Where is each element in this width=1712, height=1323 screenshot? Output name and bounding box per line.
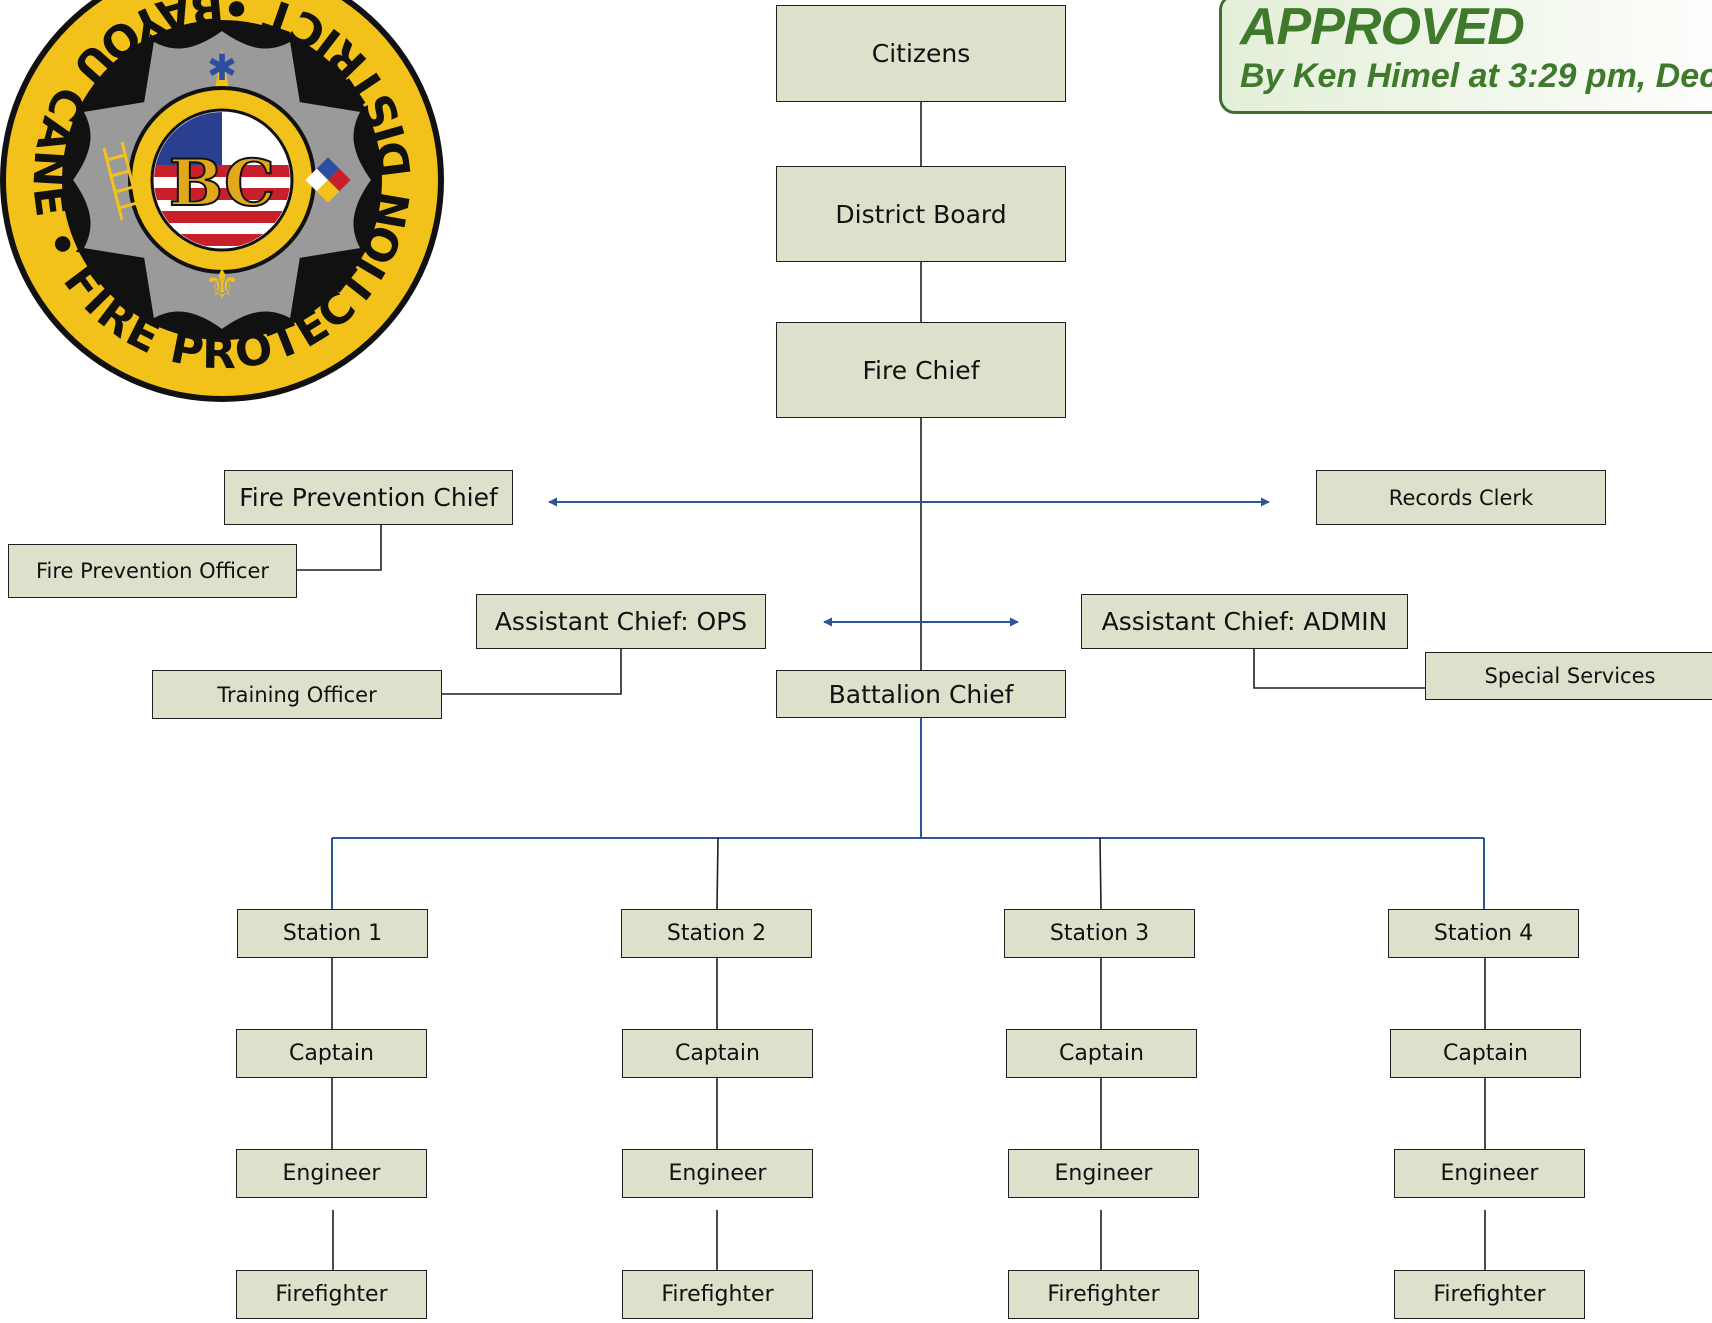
fire-prevention-chief-label: Fire Prevention Chief xyxy=(239,483,498,512)
captain-label: Captain xyxy=(1059,1041,1144,1066)
box-station-3-captain: Captain xyxy=(1006,1029,1197,1078)
assistant-chief-admin-label: Assistant Chief: ADMIN xyxy=(1101,607,1388,636)
approved-stamp: APPROVED By Ken Himel at 3:29 pm, Dec xyxy=(1219,0,1712,114)
engineer-label: Engineer xyxy=(1054,1161,1153,1186)
connector-admin-special xyxy=(1253,649,1425,689)
box-fire-chief: Fire Chief xyxy=(776,322,1066,418)
captain-label: Captain xyxy=(289,1041,374,1066)
box-station-4-captain: Captain xyxy=(1390,1029,1581,1078)
engineer-label: Engineer xyxy=(1440,1161,1539,1186)
engineer-label: Engineer xyxy=(282,1161,381,1186)
connector-ops-training xyxy=(442,649,622,695)
box-station-3-firefighter: Firefighter xyxy=(1008,1270,1199,1319)
fleur-de-lis-icon: ⚜ xyxy=(204,262,240,308)
seal-monogram: BC xyxy=(169,146,275,221)
box-citizens: Citizens xyxy=(776,5,1066,102)
box-station-2-firefighter: Firefighter xyxy=(622,1270,813,1319)
records-clerk-label: Records Clerk xyxy=(1388,485,1534,510)
special-services-label: Special Services xyxy=(1484,664,1656,688)
training-officer-label: Training Officer xyxy=(217,682,377,707)
connector-prevention-officer xyxy=(297,525,382,571)
firefighter-label: Firefighter xyxy=(661,1282,774,1307)
box-records-clerk: Records Clerk xyxy=(1316,470,1606,525)
box-fire-prevention-officer: Fire Prevention Officer xyxy=(8,544,297,598)
engineer-label: Engineer xyxy=(668,1161,767,1186)
battalion-chief-label: Battalion Chief xyxy=(828,679,1014,709)
firefighter-label: Firefighter xyxy=(1433,1282,1546,1307)
firefighter-label: Firefighter xyxy=(275,1282,388,1307)
stamp-subtitle: By Ken Himel at 3:29 pm, Dec xyxy=(1240,57,1712,95)
captain-label: Captain xyxy=(1443,1041,1528,1066)
box-training-officer: Training Officer xyxy=(152,670,442,719)
box-assistant-chief-ops: Assistant Chief: OPS xyxy=(476,594,766,649)
box-fire-prevention-chief: Fire Prevention Chief xyxy=(224,470,513,525)
assistant-chief-ops-label: Assistant Chief: OPS xyxy=(494,607,748,636)
firefighter-label: Firefighter xyxy=(1047,1282,1160,1307)
box-special-services: Special Services xyxy=(1425,652,1712,700)
box-station-1: Station 1 xyxy=(237,909,428,958)
box-station-2: Station 2 xyxy=(621,909,812,958)
fire-prevention-officer-label: Fire Prevention Officer xyxy=(35,559,270,583)
star-of-life-icon: ✱ xyxy=(207,48,237,89)
box-station-4-engineer: Engineer xyxy=(1394,1149,1585,1198)
citizens-label: Citizens xyxy=(871,39,971,68)
station-1-chain xyxy=(331,958,334,1270)
stamp-title: APPROVED xyxy=(1240,0,1525,56)
captain-label: Captain xyxy=(675,1041,760,1066)
ladder-icon xyxy=(102,141,142,221)
district-board-label: District Board xyxy=(835,199,1007,229)
box-station-3: Station 3 xyxy=(1004,909,1195,958)
fire-chief-label: Fire Chief xyxy=(862,355,980,385)
box-station-1-engineer: Engineer xyxy=(236,1149,427,1198)
station-name: Station 2 xyxy=(666,921,767,946)
station-name: Station 4 xyxy=(1433,921,1534,946)
box-station-1-captain: Captain xyxy=(236,1029,427,1078)
box-station-2-engineer: Engineer xyxy=(622,1149,813,1198)
box-station-3-engineer: Engineer xyxy=(1008,1149,1199,1198)
box-station-1-firefighter: Firefighter xyxy=(236,1270,427,1319)
box-station-4: Station 4 xyxy=(1388,909,1579,958)
district-seal-logo: BAYOU CANE • FIRE PROTECTION DISTRICT • … xyxy=(0,0,444,402)
box-station-2-captain: Captain xyxy=(622,1029,813,1078)
box-battalion-chief: Battalion Chief xyxy=(776,670,1066,718)
station-name: Station 3 xyxy=(1049,921,1150,946)
box-assistant-chief-admin: Assistant Chief: ADMIN xyxy=(1081,594,1408,649)
box-station-4-firefighter: Firefighter xyxy=(1394,1270,1585,1319)
box-district-board: District Board xyxy=(776,166,1066,262)
station-name: Station 1 xyxy=(282,921,383,946)
